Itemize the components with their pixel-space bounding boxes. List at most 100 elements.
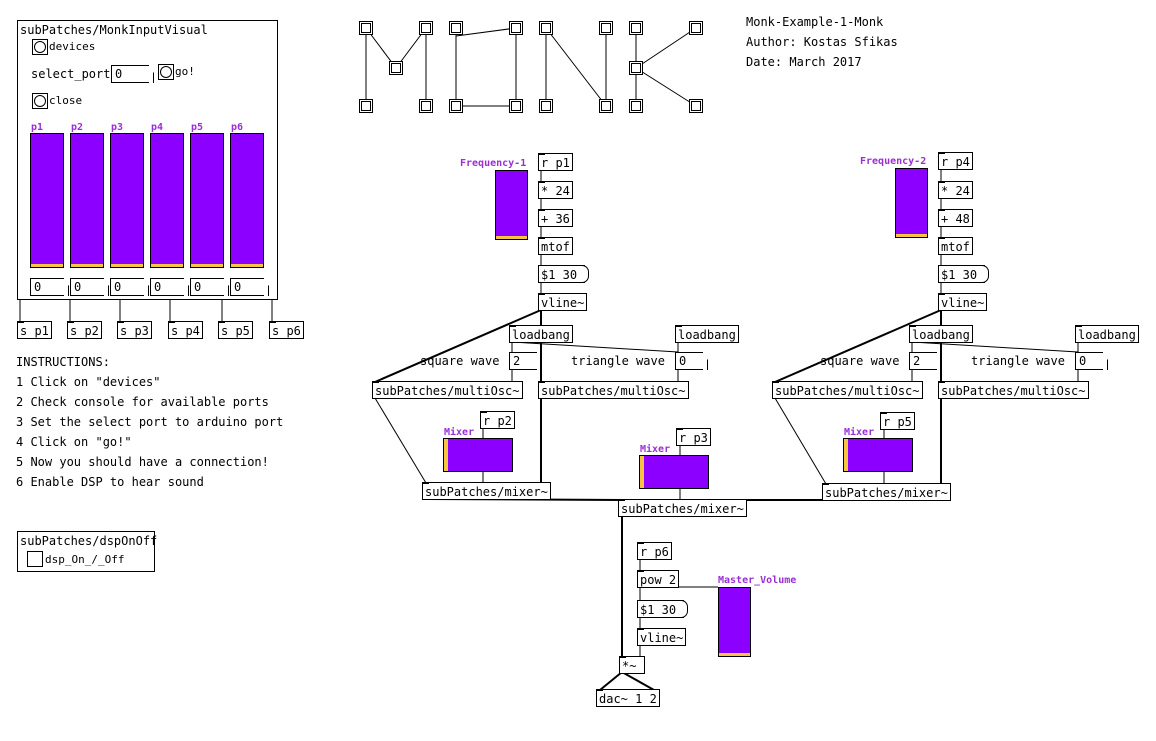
send-p5[interactable]: s p5 bbox=[218, 321, 253, 339]
triangle-wave-label-2: triangle wave bbox=[971, 354, 1065, 368]
go-bang[interactable] bbox=[158, 64, 174, 80]
logo-n-top-right[interactable] bbox=[599, 21, 613, 35]
logo-o-bottom-left[interactable] bbox=[449, 99, 463, 113]
vline-master[interactable]: vline~ bbox=[637, 628, 687, 646]
square-wave-label-1: square wave bbox=[420, 354, 500, 368]
multiply-24-b[interactable]: * 24 bbox=[938, 181, 973, 199]
logo-n-top-left[interactable] bbox=[539, 21, 553, 35]
logo-m-top-left[interactable] bbox=[359, 21, 373, 35]
devices-bang[interactable] bbox=[32, 39, 48, 55]
logo-n-bottom-left[interactable] bbox=[539, 99, 553, 113]
logo-k-top[interactable] bbox=[629, 21, 643, 35]
number-p2[interactable]: 0 bbox=[70, 278, 104, 296]
mixer-2-slider[interactable] bbox=[843, 438, 913, 472]
loadbang-1a[interactable]: loadbang bbox=[509, 325, 573, 343]
send-p6[interactable]: s p6 bbox=[269, 321, 304, 339]
mixer-center-slider[interactable] bbox=[639, 455, 709, 489]
send-p2[interactable]: s p2 bbox=[67, 321, 102, 339]
slider-p6[interactable] bbox=[230, 133, 264, 268]
select-port-label: select_port bbox=[31, 67, 111, 81]
logo-m-bottom-left[interactable] bbox=[359, 99, 373, 113]
receive-p5[interactable]: r p5 bbox=[880, 412, 915, 430]
loadbang-2a[interactable]: loadbang bbox=[909, 325, 973, 343]
logo-k-bottom[interactable] bbox=[629, 99, 643, 113]
master-volume-slider[interactable] bbox=[718, 587, 751, 657]
ramp-message-1[interactable]: $1 30 bbox=[538, 265, 590, 283]
logo-k-top-right[interactable] bbox=[689, 21, 703, 35]
logo-m-middle[interactable] bbox=[389, 61, 403, 75]
frequency-1-slider[interactable] bbox=[495, 170, 528, 240]
logo-o-top-left[interactable] bbox=[449, 21, 463, 35]
triangle-wave-label-1: triangle wave bbox=[571, 354, 665, 368]
number-p3[interactable]: 0 bbox=[110, 278, 144, 296]
receive-p1[interactable]: r p1 bbox=[538, 153, 573, 171]
slider-label-p5: p5 bbox=[191, 122, 204, 133]
mtof-1[interactable]: mtof bbox=[538, 237, 573, 255]
vline-2[interactable]: vline~ bbox=[938, 293, 988, 311]
instructions-heading: INSTRUCTIONS: bbox=[16, 355, 110, 369]
pow-2[interactable]: pow 2 bbox=[637, 570, 680, 588]
slider-p3[interactable] bbox=[110, 133, 144, 268]
number-p4[interactable]: 0 bbox=[150, 278, 184, 296]
mtof-2[interactable]: mtof bbox=[938, 237, 973, 255]
mixer-2-label: Mixer bbox=[844, 427, 875, 438]
logo-k-middle[interactable] bbox=[629, 61, 643, 75]
frequency-2-label: Frequency-2 bbox=[860, 156, 927, 167]
multiosc-2b[interactable]: subPatches/multiOsc~ bbox=[938, 381, 1089, 399]
add-36[interactable]: + 36 bbox=[538, 209, 573, 227]
square-wave-number-2[interactable]: 2 bbox=[909, 352, 937, 370]
slider-label-p3: p3 bbox=[111, 122, 124, 133]
triangle-wave-number-2[interactable]: 0 bbox=[1075, 352, 1103, 370]
loadbang-1b[interactable]: loadbang bbox=[675, 325, 739, 343]
logo-m-bottom-right[interactable] bbox=[419, 99, 433, 113]
dsp-onoff-panel: subPatches/dspOnOff dsp_On_/_Off bbox=[17, 531, 157, 572]
number-p1[interactable]: 0 bbox=[30, 278, 64, 296]
multiosc-1b[interactable]: subPatches/multiOsc~ bbox=[538, 381, 689, 399]
ramp-message-2[interactable]: $1 30 bbox=[938, 265, 990, 283]
number-p5[interactable]: 0 bbox=[190, 278, 224, 296]
panel-title: subPatches/MonkInputVisual bbox=[20, 23, 208, 37]
devices-label: devices bbox=[49, 40, 96, 53]
receive-p3[interactable]: r p3 bbox=[676, 428, 711, 446]
receive-p4[interactable]: r p4 bbox=[938, 152, 973, 170]
dac-output[interactable]: dac~ 1 2 bbox=[596, 689, 660, 707]
logo-o-top-right[interactable] bbox=[509, 21, 523, 35]
logo-m-top-right[interactable] bbox=[419, 21, 433, 35]
frequency-2-slider[interactable] bbox=[895, 168, 928, 238]
add-48[interactable]: + 48 bbox=[938, 209, 973, 227]
receive-p6[interactable]: r p6 bbox=[637, 542, 672, 560]
mixer-1[interactable]: subPatches/mixer~ bbox=[422, 482, 551, 500]
close-label: close bbox=[49, 94, 83, 107]
receive-p2[interactable]: r p2 bbox=[480, 411, 515, 429]
ramp-message-master[interactable]: $1 30 bbox=[637, 600, 689, 618]
close-bang[interactable] bbox=[32, 93, 48, 109]
vline-1[interactable]: vline~ bbox=[538, 293, 588, 311]
multiply-24[interactable]: * 24 bbox=[538, 181, 573, 199]
multiosc-1a[interactable]: subPatches/multiOsc~ bbox=[372, 381, 523, 399]
mixer-1-slider[interactable] bbox=[443, 438, 513, 472]
slider-p2[interactable] bbox=[70, 133, 104, 268]
loadbang-2b[interactable]: loadbang bbox=[1075, 325, 1139, 343]
logo-k-bottom-right[interactable] bbox=[689, 99, 703, 113]
square-wave-number-1[interactable]: 2 bbox=[509, 352, 537, 370]
select-port-number[interactable]: 0 bbox=[111, 65, 149, 83]
logo-o-bottom-right[interactable] bbox=[509, 99, 523, 113]
go-label: go! bbox=[175, 65, 195, 78]
signal-multiply[interactable]: *~ bbox=[619, 656, 645, 674]
slider-p1[interactable] bbox=[30, 133, 64, 268]
instruction-step: 3 Set the select port to arduino port bbox=[16, 415, 284, 429]
number-p6[interactable]: 0 bbox=[230, 278, 264, 296]
send-p4[interactable]: s p4 bbox=[168, 321, 203, 339]
send-p1[interactable]: s p1 bbox=[17, 321, 52, 339]
slider-p5[interactable] bbox=[190, 133, 224, 268]
logo-n-bottom-right[interactable] bbox=[599, 99, 613, 113]
send-p3[interactable]: s p3 bbox=[117, 321, 152, 339]
multiosc-2a[interactable]: subPatches/multiOsc~ bbox=[772, 381, 923, 399]
dsp-toggle[interactable] bbox=[27, 551, 43, 567]
triangle-wave-number-1[interactable]: 0 bbox=[675, 352, 703, 370]
instruction-step: 4 Click on "go!" bbox=[16, 435, 132, 449]
mixer-2[interactable]: subPatches/mixer~ bbox=[822, 483, 951, 501]
mixer-center[interactable]: subPatches/mixer~ bbox=[618, 499, 747, 517]
mixer-center-label: Mixer bbox=[640, 444, 671, 455]
slider-p4[interactable] bbox=[150, 133, 184, 268]
